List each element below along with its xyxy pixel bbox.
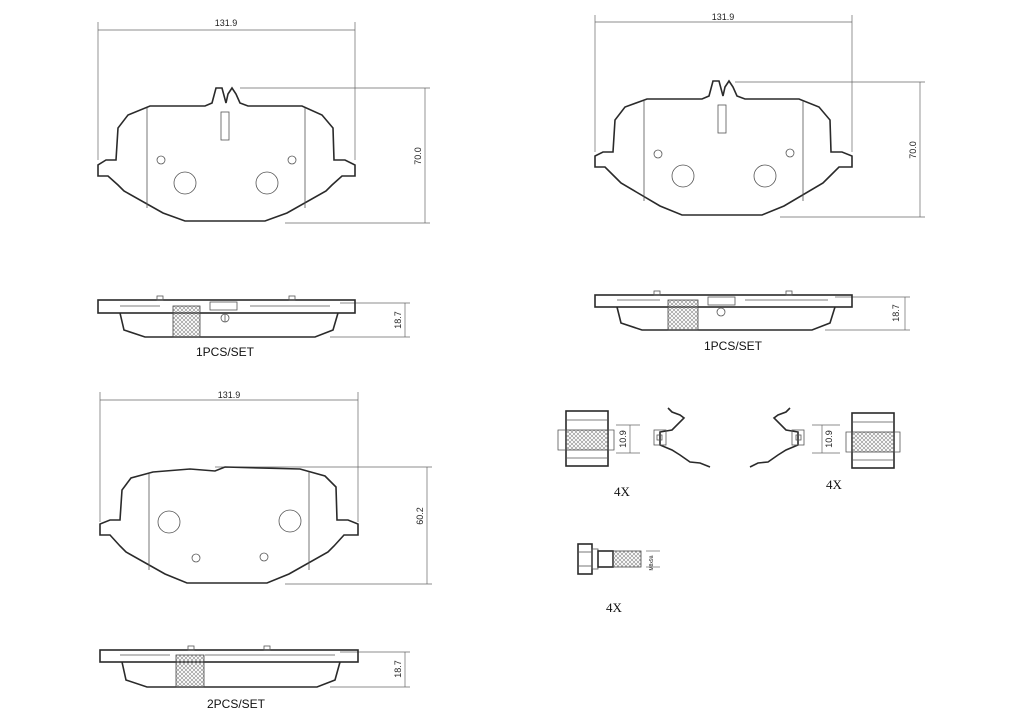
pad-bottom-width-dim: 131.9 [218,390,241,400]
pad-top-left-front-view [97,22,430,224]
pad-bottom-thickness-dim: 18.7 [393,660,403,678]
pad-top-right-front-view [594,15,925,218]
pad-top-right-thickness-dim: 18.7 [891,304,901,322]
pad-bottom-height-dim: 60.2 [415,507,425,525]
pad-top-left-height-dim: 70.0 [413,147,423,165]
clip-left-qty: 4X [614,484,631,499]
pad-top-left-thickness-dim: 18.7 [393,311,403,329]
clip-left-dim: 10.9 [618,430,628,448]
pad-top-right-width-dim: 131.9 [712,12,735,22]
pad-bottom-side-view [99,645,410,688]
pad-top-left-set-label: 1PCS/SET [196,345,255,359]
bolt-drawing [577,543,660,575]
pad-top-right-height-dim: 70.0 [908,141,918,159]
bolt-dim: M8x9â [649,547,655,570]
clip-left-drawing [557,407,711,468]
pad-bottom-set-label: 2PCS/SET [207,697,266,711]
clip-right-drawing [749,407,901,469]
clip-right-dim: 10.9 [824,430,834,448]
pad-top-right-side-view [594,290,910,331]
clip-right-qty: 4X [826,477,843,492]
pad-top-left-width-dim: 131.9 [215,18,238,28]
bolt-qty: 4X [606,600,623,615]
pad-bottom-front-view [99,392,432,585]
pad-top-right-set-label: 1PCS/SET [704,339,763,353]
pad-top-left-side-view [97,295,410,338]
